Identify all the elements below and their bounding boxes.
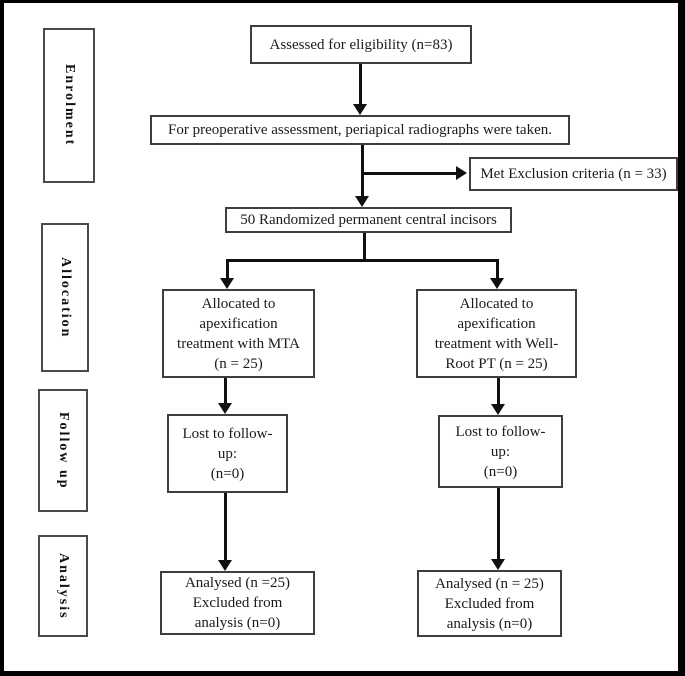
arrowhead-down [491,404,505,415]
stage-label-follow-up: Follow up [56,411,71,490]
connector-drop-right [496,259,499,278]
connector-split-bar [226,259,499,262]
box-analysed-wellroot: Analysed (n = 25) Excluded from analysis… [417,570,562,637]
box-preoperative-assessment: For preoperative assessment, periapical … [150,115,570,145]
box-lost-followup-mta: Lost to follow- up: (n=0) [167,414,288,493]
arrowhead-down [220,278,234,289]
box-allocated-wellroot: Allocated to apexification treatment wit… [416,289,577,378]
stage-box-analysis: Analysis [38,535,88,637]
connector-branch-to-exclusion [362,172,456,175]
stage-label-analysis: Analysis [56,552,71,620]
stage-label-enrolment: Enrolment [62,64,77,147]
stage-box-allocation: Allocation [41,223,89,372]
box-lost-followup-wellroot: Lost to follow- up: (n=0) [438,415,563,488]
arrowhead-down [218,403,232,414]
box-randomized: 50 Randomized permanent central incisors [225,207,512,233]
connector-lost-to-analysed-right [497,488,500,559]
stage-box-follow-up: Follow up [38,389,88,512]
stage-box-enrolment: Enrolment [43,28,95,183]
arrowhead-down [218,560,232,571]
connector-drop-left [226,259,229,278]
connector-preop-to-randomized [361,145,364,196]
arrowhead-down [353,104,367,115]
connector-allocated-to-lost-left [224,378,227,403]
box-analysed-mta: Analysed (n =25) Excluded from analysis … [160,571,315,635]
connector-assessed-to-preop [359,64,362,104]
box-allocated-mta: Allocated to apexification treatment wit… [162,289,315,378]
arrowhead-down [490,278,504,289]
connector-allocated-to-lost-right [497,378,500,404]
connector-randomized-stem [363,233,366,262]
arrowhead-down [355,196,369,207]
connector-lost-to-analysed-left [224,493,227,560]
box-assessed-eligibility: Assessed for eligibility (n=83) [250,25,472,64]
box-exclusion-criteria: Met Exclusion criteria (n = 33) [469,157,678,191]
arrowhead-right [456,166,467,180]
stage-label-allocation: Allocation [58,256,73,339]
arrowhead-down [491,559,505,570]
